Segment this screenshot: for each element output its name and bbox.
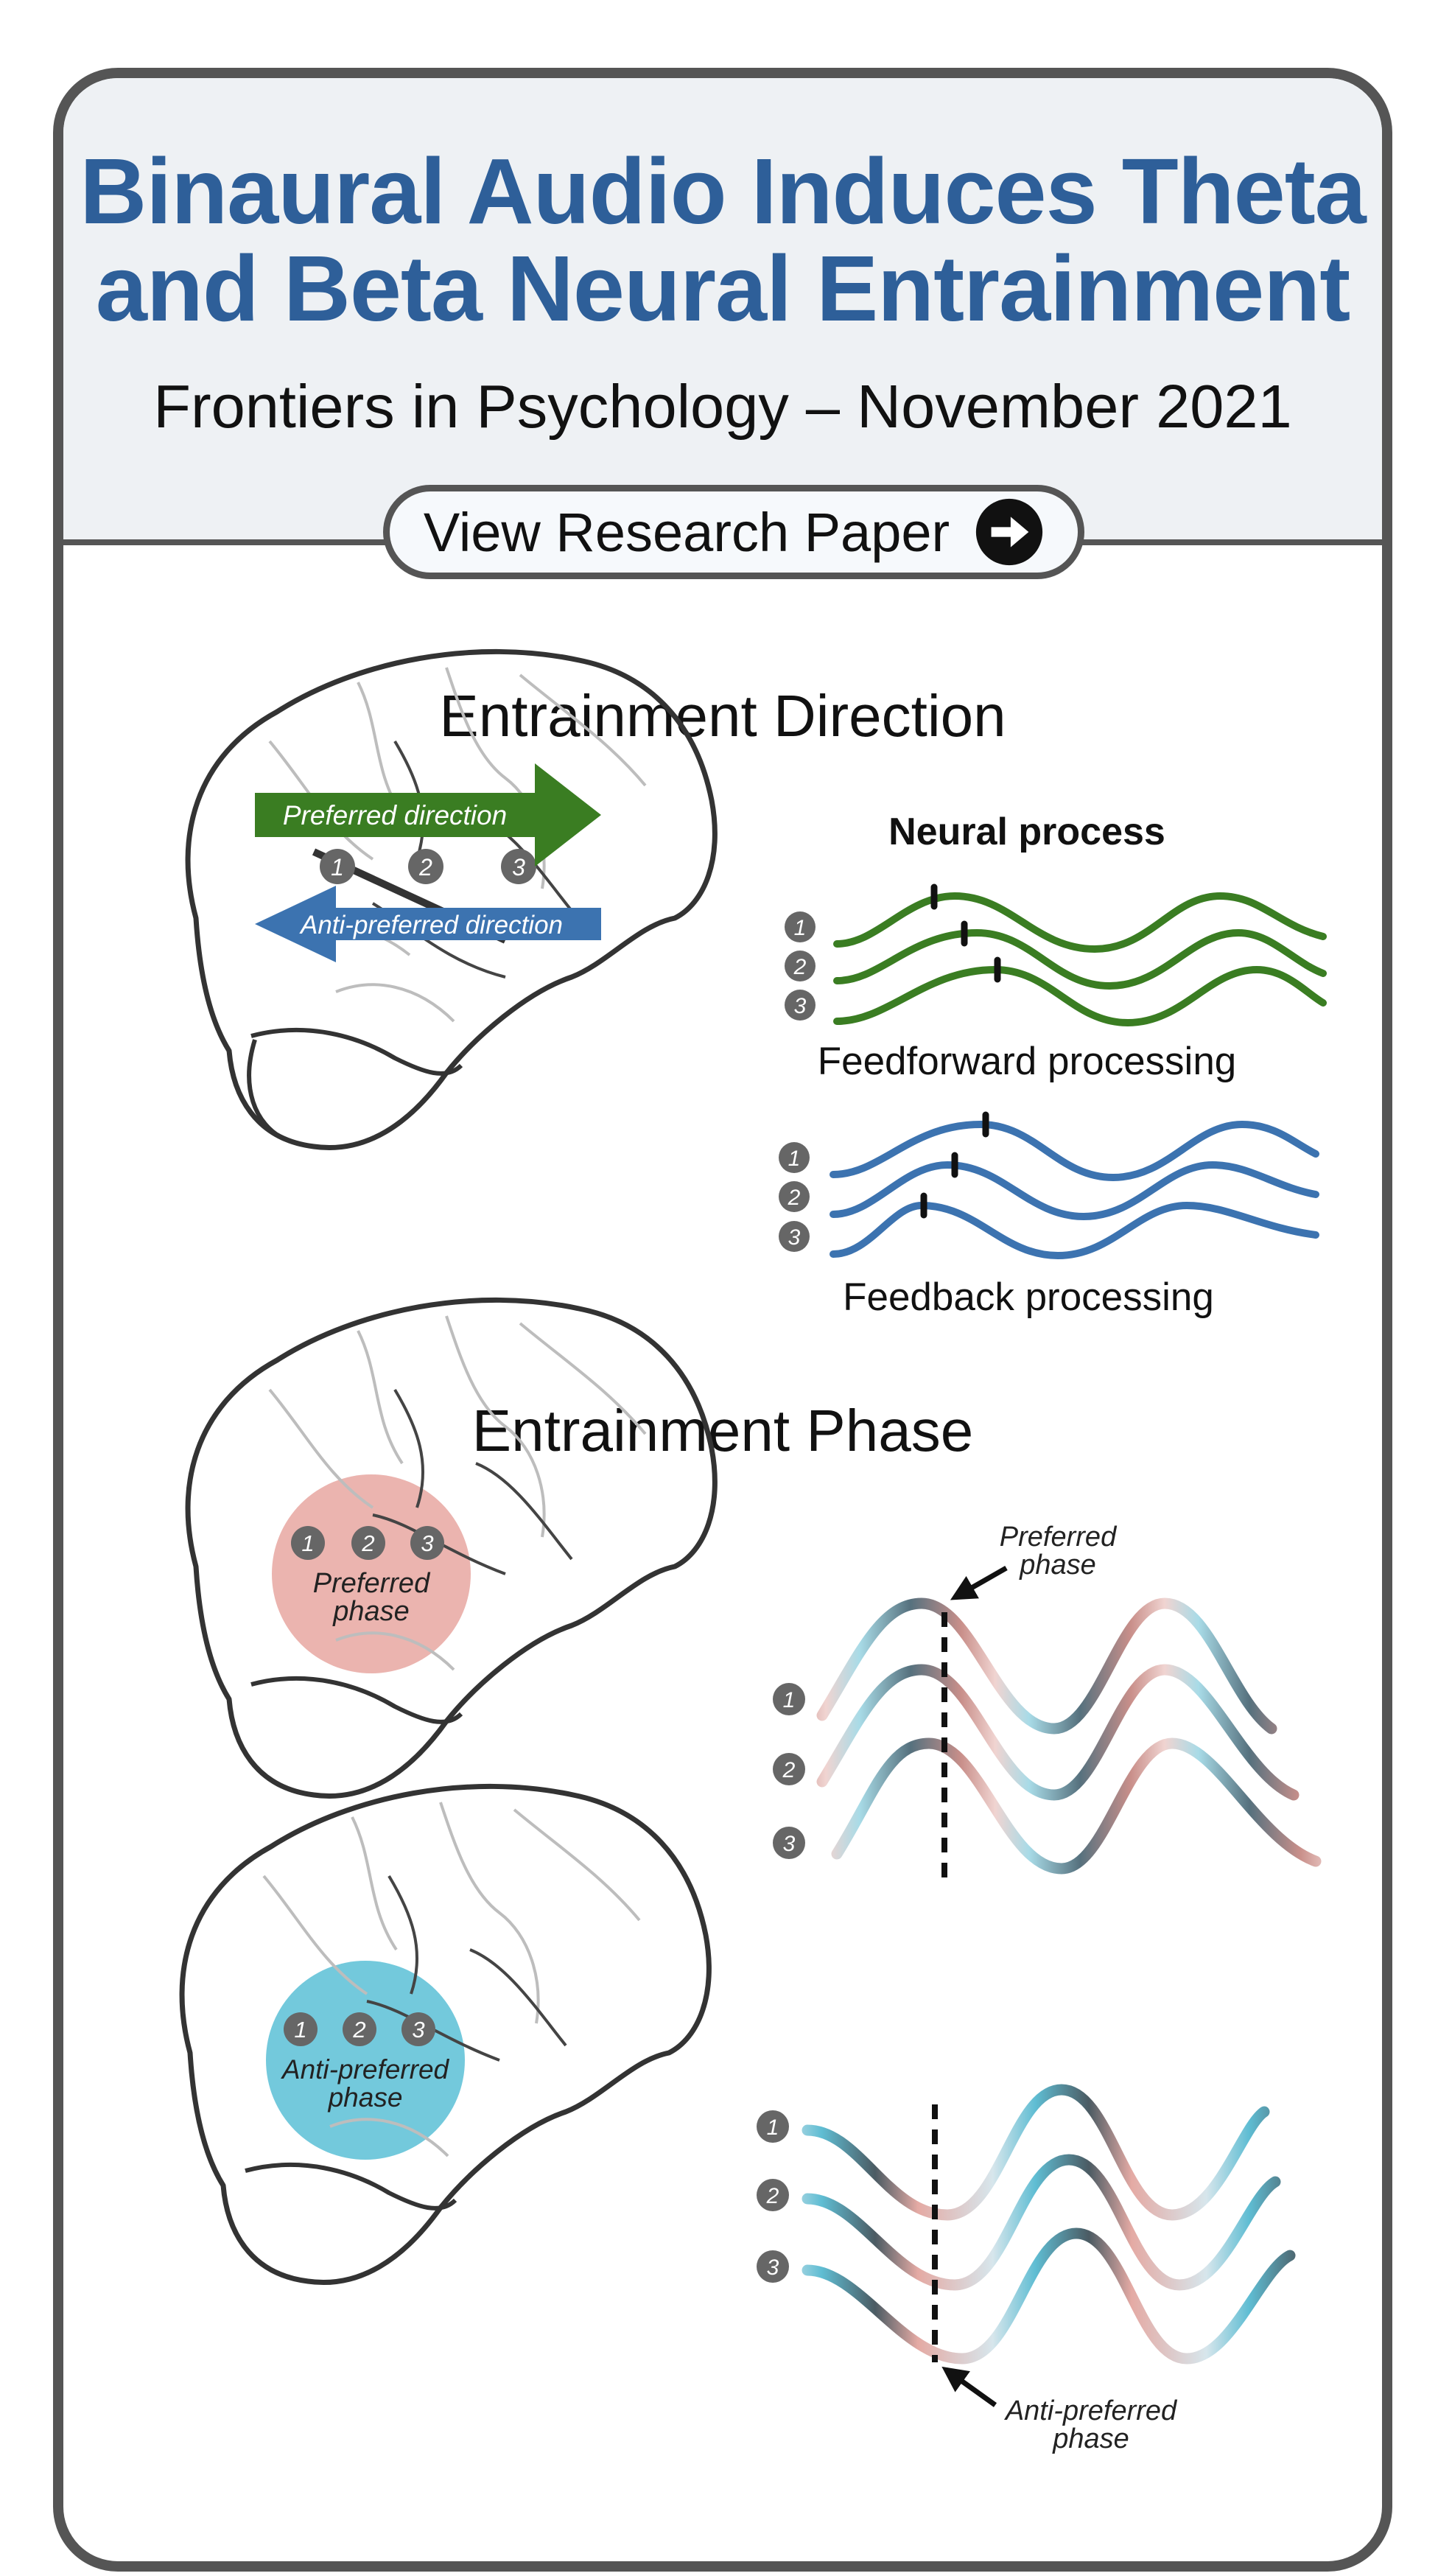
preferred-phase-brain-label-2: phase: [332, 1596, 410, 1627]
electrode-2-label: 2: [418, 854, 432, 881]
fb-row-3: 3: [788, 1225, 801, 1250]
preferred-direction-arrow: Preferred direction: [255, 763, 601, 867]
feedback-label: Feedback processing: [843, 1275, 1214, 1319]
anti-preferred-phase-brain-label-2: phase: [328, 2082, 403, 2113]
feedback-row-numbers: 1 2 3: [779, 1142, 810, 1252]
preferred-phase-wave-label-1: Preferred: [1000, 1522, 1118, 1553]
infographic-card: Binaural Audio Induces Theta and Beta Ne…: [53, 68, 1392, 2572]
electrode-3-label: 3: [412, 2017, 424, 2043]
anti-preferred-phase-region: [266, 1961, 465, 2160]
title-line-1: Binaural Audio Induces Theta: [80, 139, 1367, 243]
anti-preferred-row-numbers: 1 2 3: [757, 2110, 789, 2283]
electrode-markers: 1 2 3: [291, 1526, 444, 1560]
arrow-right-circle-icon: [976, 498, 1043, 566]
preferred-phase-brain-label-1: Preferred: [313, 1568, 431, 1599]
feedback-waves: [830, 1120, 1319, 1260]
brain-anti-preferred-phase: 1 2 3 Anti-preferred phase: [179, 1784, 712, 2285]
header: Binaural Audio Induces Theta and Beta Ne…: [63, 78, 1382, 545]
view-research-paper-label: View Research Paper: [423, 501, 950, 563]
electrode-markers: 1 2 3: [320, 849, 536, 884]
journal-subtitle: Frontiers in Psychology – November 2021: [153, 372, 1292, 441]
ff-row-1: 1: [794, 916, 807, 940]
ff-row-3: 3: [794, 994, 807, 1018]
feedforward-row-numbers: 1 2 3: [785, 911, 816, 1021]
entrainment-phase-title: Entrainment Phase: [471, 1398, 974, 1463]
anti-preferred-phase-wave-label-2: phase: [1052, 2423, 1129, 2454]
preferred-direction-label: Preferred direction: [283, 800, 507, 830]
feedforward-label: Feedforward processing: [818, 1040, 1237, 1083]
title-line-2: and Beta Neural Entrainment: [95, 237, 1350, 340]
brain-direction: 1 2 3 Preferred direction Anti-preferred…: [185, 649, 718, 1150]
pref-row-3: 3: [783, 1832, 796, 1856]
electrode-3-label: 3: [421, 1530, 433, 1556]
preferred-row-numbers: 1 2 3: [773, 1683, 805, 1859]
brain-outline: [179, 1784, 712, 2285]
anti-preferred-direction-label: Anti-preferred direction: [299, 911, 563, 939]
anti-preferred-phase-waves: Anti-preferred phase 1 2 3: [757, 2084, 1296, 2454]
anti-preferred-direction-arrow: Anti-preferred direction: [255, 886, 601, 962]
feedforward-peak-markers: [930, 883, 1001, 983]
feedback-peak-markers: [920, 1111, 989, 1219]
neural-process-panel: Neural process 1 2 3 Feedforward process: [779, 811, 1327, 1319]
anti-row-3: 3: [767, 2255, 779, 2280]
neural-process-heading: Neural process: [888, 811, 1165, 853]
anti-row-1: 1: [767, 2115, 779, 2140]
brain-outline: [185, 649, 718, 1150]
preferred-phase-waves: Preferred phase 1 2 3: [773, 1522, 1322, 1883]
view-research-paper-button[interactable]: View Research Paper: [383, 485, 1084, 579]
fb-row-1: 1: [788, 1147, 801, 1171]
brain-sulci: [268, 1315, 647, 1671]
brain-sulci: [262, 1802, 641, 2157]
preferred-phase-wave-label-2: phase: [1019, 1550, 1096, 1581]
pref-row-2: 2: [782, 1758, 796, 1782]
electrode-1-label: 1: [301, 1530, 314, 1556]
entrainment-direction-title: Entrainment Direction: [439, 683, 1006, 749]
electrode-3-label: 3: [512, 854, 525, 881]
anti-preferred-phase-brain-label-1: Anti-preferred: [281, 2054, 450, 2085]
brain-preferred-phase: 1 2 3 Preferred phase: [185, 1298, 718, 1799]
anti-preferred-phase-wave-label-1: Anti-preferred: [1004, 2395, 1178, 2426]
pref-row-1: 1: [783, 1688, 796, 1712]
electrode-2-label: 2: [352, 2017, 365, 2043]
ff-row-2: 2: [793, 955, 807, 979]
feedforward-waves: [833, 892, 1327, 1027]
brain-outline: [185, 1298, 718, 1799]
page-title: Binaural Audio Induces Theta and Beta Ne…: [63, 143, 1382, 337]
figure-graphics: 1 2 3 Preferred direction Anti-preferred…: [179, 649, 1327, 2454]
anti-row-2: 2: [766, 2184, 779, 2208]
fb-row-2: 2: [788, 1186, 801, 1210]
electrode-2-label: 2: [361, 1530, 374, 1556]
electrode-1-label: 1: [331, 854, 344, 881]
electrode-markers: 1 2 3: [284, 2012, 435, 2046]
preferred-phase-region: [272, 1474, 471, 1673]
preferred-phase-pointer: [950, 1565, 1008, 1600]
anti-preferred-phase-pointer: [941, 2366, 997, 2407]
electrode-1-label: 1: [294, 2017, 306, 2043]
